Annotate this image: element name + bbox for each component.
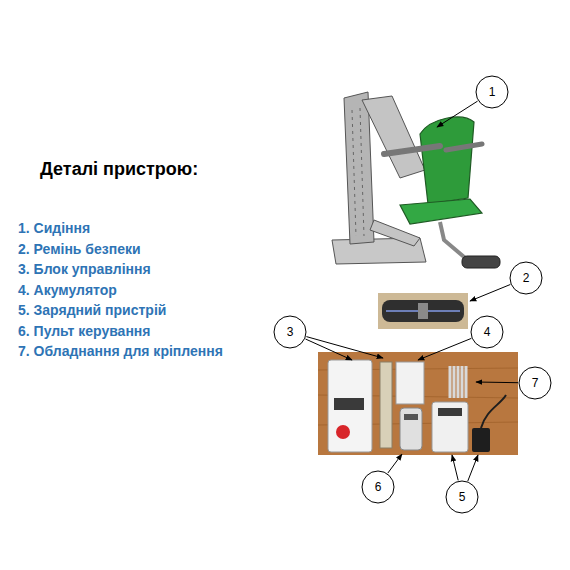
armrest: [384, 146, 440, 154]
callout-number: 1: [489, 85, 496, 99]
callout-number: 3: [287, 325, 294, 339]
callout-circle: 3: [273, 315, 307, 349]
stop-button: [336, 425, 350, 439]
column-teeth: [352, 108, 364, 236]
seat-cushion: [400, 199, 482, 224]
belt-buckle: [418, 303, 428, 319]
leader-arrow: [452, 455, 458, 480]
wood-ground: [318, 352, 518, 455]
part-list-item: 3. Блок управління: [18, 261, 151, 278]
circle-shape: [446, 481, 478, 513]
leader-arrow: [388, 454, 402, 473]
callout-number: 6: [375, 480, 382, 494]
seat-back: [420, 117, 474, 204]
leader-arrow: [418, 338, 471, 360]
control-display: [334, 398, 364, 410]
heading: Деталі пристрою:: [40, 159, 198, 180]
leader-arrow: [476, 382, 518, 384]
belt-band: [382, 300, 464, 322]
footrest-roller: [462, 256, 500, 268]
part-list-item: 4. Акумулятор: [18, 282, 117, 299]
circle-shape: [519, 367, 551, 399]
remote: [400, 408, 422, 450]
part-list-item: 6. Пульт керування: [18, 323, 150, 340]
control-box: [328, 360, 372, 452]
part-list-item: 7. Обладнання для кріплення: [18, 343, 223, 360]
circle-shape: [362, 471, 394, 503]
power-adapter: [472, 428, 490, 452]
adapter-cable: [481, 395, 506, 428]
callout-number: 2: [523, 271, 530, 285]
battery: [396, 362, 424, 404]
part-list-item: 5. Зарядний пристрій: [18, 302, 166, 319]
callout-number: 5: [459, 490, 466, 504]
leader-arrow: [306, 339, 353, 360]
callout-circle: 7: [518, 366, 552, 400]
leader-arrow: [437, 101, 478, 127]
lift-arm: [362, 96, 425, 178]
remote-display: [404, 414, 418, 420]
parts-photo: [318, 352, 518, 455]
part-list-item: 2. Ремінь безпеки: [18, 241, 141, 258]
leader-arrow: [468, 455, 478, 481]
circle-shape: [471, 316, 503, 348]
charger-display: [438, 408, 462, 416]
part-list-item: 1. Сидіння: [18, 220, 90, 237]
belt-photo-ground: [378, 293, 468, 329]
leader-arrow: [470, 285, 510, 302]
mounting-bolts: [450, 366, 466, 398]
callout-circle: 4: [470, 315, 504, 349]
leader-lines: [306, 101, 519, 481]
leader-arrow: [306, 337, 383, 358]
callout-number: 7: [532, 376, 539, 390]
circle-shape: [476, 76, 508, 108]
callout-number: 4: [484, 325, 491, 339]
callout-circle: 1: [475, 75, 509, 109]
safety-belt: [378, 293, 468, 329]
mount-rail: [380, 362, 392, 448]
callout-circle: 5: [445, 480, 479, 514]
callout-circle: 2: [509, 261, 543, 295]
armrest: [446, 144, 482, 150]
charger: [432, 402, 468, 452]
circle-shape: [510, 262, 542, 294]
circle-shape: [274, 316, 306, 348]
lift-chair: [332, 92, 500, 268]
callout-circle: 6: [361, 470, 395, 504]
